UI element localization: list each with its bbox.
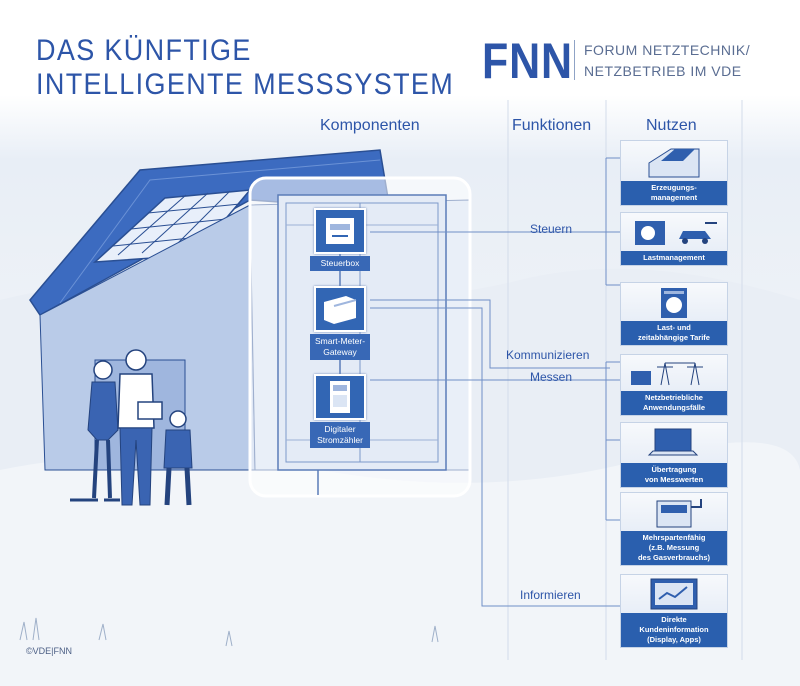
grass-sketch bbox=[19, 617, 439, 647]
component-label-line2: Stromzähler bbox=[317, 435, 363, 445]
display-tablet-icon bbox=[621, 575, 727, 613]
benefit-label-line1: Erzeugungs- bbox=[651, 183, 697, 192]
power-grid-icon bbox=[621, 355, 727, 391]
benefit-label-line2: von Messwerten bbox=[644, 475, 704, 484]
component-digitaler-stromzaehler: Digitaler Stromzähler bbox=[310, 374, 370, 448]
fnn-logo: FNN bbox=[482, 33, 573, 89]
component-label-line2: Gateway bbox=[323, 347, 357, 357]
benefit-label-line1: Übertragung bbox=[651, 465, 697, 474]
washing-machine-icon bbox=[621, 283, 727, 321]
component-label: Digitaler Stromzähler bbox=[310, 422, 370, 448]
component-steuerbox: Steuerbox bbox=[310, 208, 370, 271]
gateway-icon bbox=[314, 286, 366, 332]
page-title-line1: DAS KÜNFTIGE bbox=[36, 34, 252, 67]
benefit-erzeugungsmanagement: Erzeugungs- management bbox=[620, 140, 728, 206]
component-label: Smart-Meter- Gateway bbox=[310, 334, 370, 360]
benefit-label-line1: Last- und bbox=[657, 323, 691, 332]
connector-lines bbox=[370, 157, 620, 607]
function-informieren: Informieren bbox=[520, 588, 581, 602]
function-steuern: Steuern bbox=[530, 222, 573, 236]
component-label-line1: Smart-Meter- bbox=[314, 336, 366, 346]
org-name-line2: NETZBETRIEB IM VDE bbox=[584, 63, 742, 79]
benefit-netzbetrieb: Netzbetriebliche Anwendungsfälle bbox=[620, 354, 728, 416]
foreground-ground bbox=[0, 442, 800, 686]
appliance-car-icon bbox=[621, 213, 727, 251]
benefit-mehrsparten: Mehrspartenfähig (z.B. Messung des Gasve… bbox=[620, 492, 728, 566]
benefit-label-line2: (z.B. Messung bbox=[648, 543, 700, 552]
solar-roof-icon bbox=[621, 141, 727, 181]
benefit-kundeninformation: Direkte Kundeninformation (Display, Apps… bbox=[620, 574, 728, 648]
benefit-label-line1: Direkte bbox=[661, 615, 687, 624]
copyright-notice: ©VDE|FNN bbox=[26, 646, 72, 656]
benefit-lastmanagement: Lastmanagement bbox=[620, 212, 728, 266]
column-header-nutzen: Nutzen bbox=[646, 117, 697, 134]
family-figures bbox=[70, 349, 193, 506]
benefit-label-line1: Mehrspartenfähig bbox=[642, 533, 706, 542]
benefit-label: Lastmanagement bbox=[621, 251, 727, 265]
logo-divider bbox=[574, 40, 575, 80]
column-header-komponenten: Komponenten bbox=[320, 117, 420, 134]
component-label-line1: Digitaler bbox=[324, 424, 356, 434]
benefit-label-line2: management bbox=[650, 193, 698, 202]
org-name-line1: FORUM NETZTECHNIK/ bbox=[584, 42, 751, 58]
component-smart-meter-gateway: Smart-Meter- Gateway bbox=[310, 286, 370, 360]
benefit-label-line3: (Display, Apps) bbox=[647, 635, 701, 644]
laptop-icon bbox=[621, 423, 727, 463]
gas-meter-icon bbox=[621, 493, 727, 531]
function-kommunizieren: Kommunizieren bbox=[506, 348, 590, 362]
component-label: Steuerbox bbox=[310, 256, 370, 271]
benefit-tarife: Last- und zeitabhängige Tarife bbox=[620, 282, 728, 346]
benefit-uebertragung: Übertragung von Messwerten bbox=[620, 422, 728, 488]
benefit-label-line2: Kundeninformation bbox=[639, 625, 709, 634]
page-title-line2: INTELLIGENTE MESSSYSTEM bbox=[36, 68, 455, 101]
steuerbox-icon bbox=[314, 208, 366, 254]
meter-icon bbox=[314, 374, 366, 420]
benefit-label-line2: Anwendungsfälle bbox=[642, 403, 706, 412]
benefit-label-line3: des Gasverbrauchs) bbox=[637, 553, 711, 562]
function-messen: Messen bbox=[530, 370, 573, 384]
benefit-label-line2: zeitabhängige Tarife bbox=[638, 333, 710, 342]
column-header-funktionen: Funktionen bbox=[512, 117, 592, 134]
benefit-label-line1: Netzbetriebliche bbox=[645, 393, 703, 402]
